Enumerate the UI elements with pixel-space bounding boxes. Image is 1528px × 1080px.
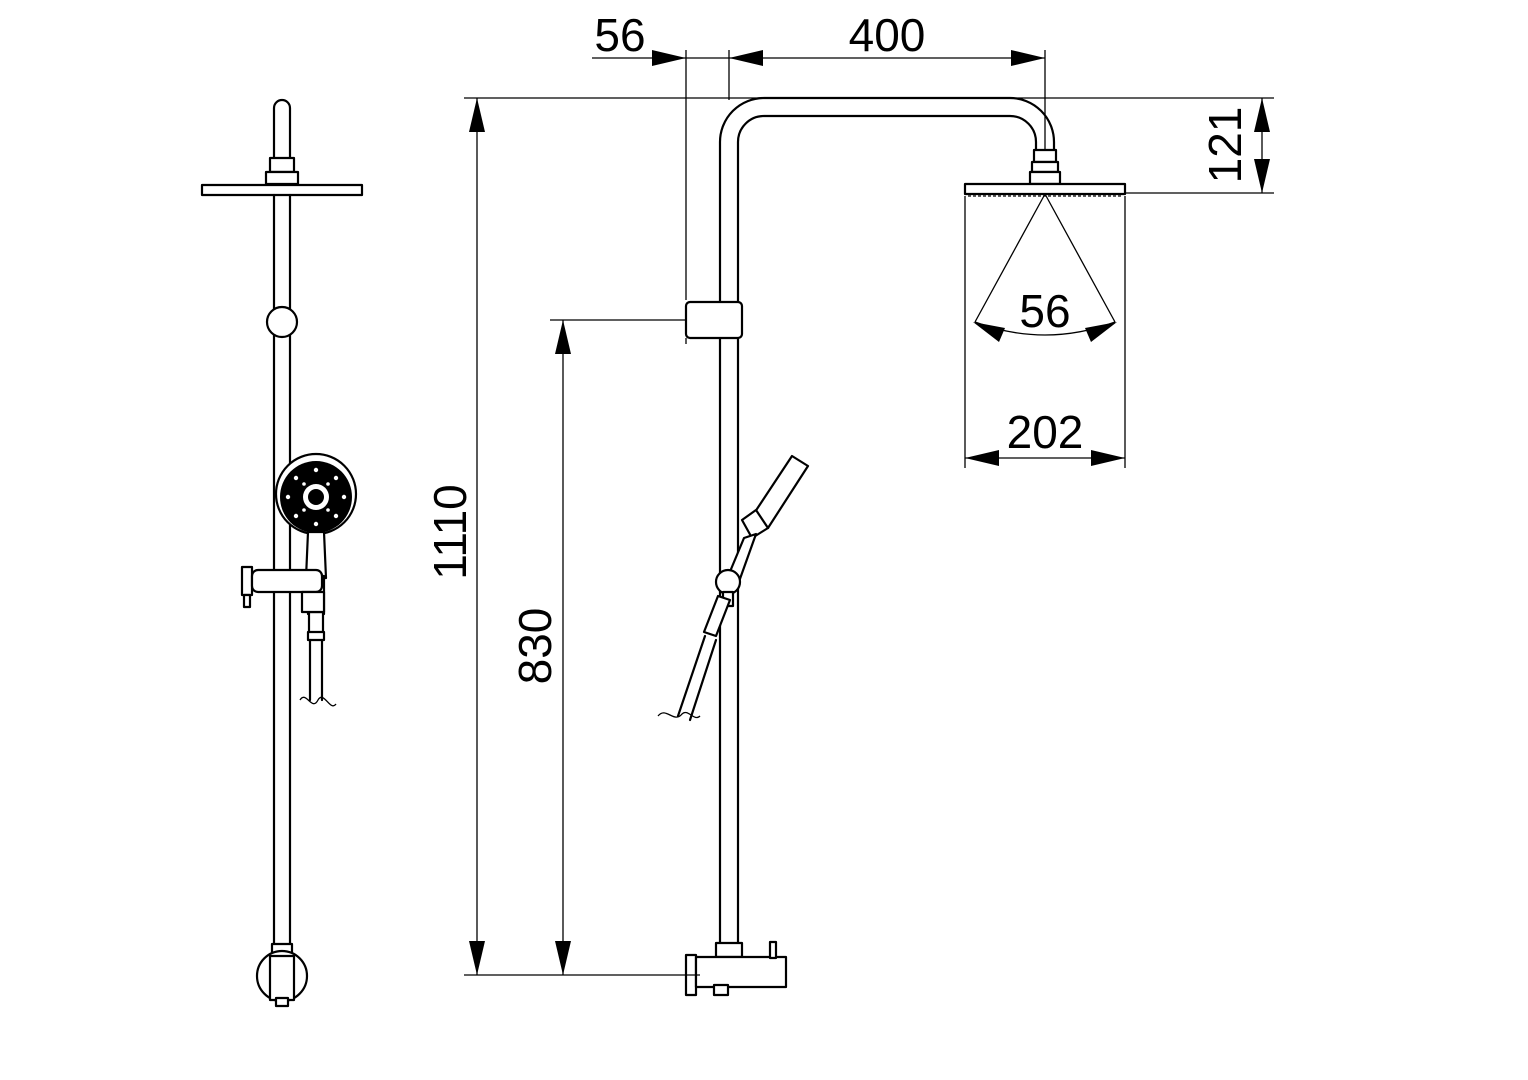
dimension-lines <box>464 50 1274 976</box>
dim-arm-length: 400 <box>849 9 926 61</box>
dim-arm-offset: 56 <box>594 9 645 61</box>
side-valve <box>684 940 788 997</box>
dim-total-height: 1110 <box>424 484 476 580</box>
front-slider-holder <box>240 565 326 614</box>
side-upper-holder <box>684 300 744 344</box>
side-view <box>657 96 1127 997</box>
dim-head-width: 202 <box>1007 406 1084 458</box>
front-view <box>200 98 364 1008</box>
dimension-labels: 56 400 121 56 202 1110 830 <box>424 9 1251 684</box>
front-hand-shower <box>274 452 358 707</box>
dim-holder-height: 830 <box>509 608 561 685</box>
dim-spray-angle: 56 <box>1019 285 1070 337</box>
front-valve <box>255 942 309 1008</box>
side-hand-shower <box>657 454 810 722</box>
dim-head-height: 121 <box>1199 107 1251 184</box>
